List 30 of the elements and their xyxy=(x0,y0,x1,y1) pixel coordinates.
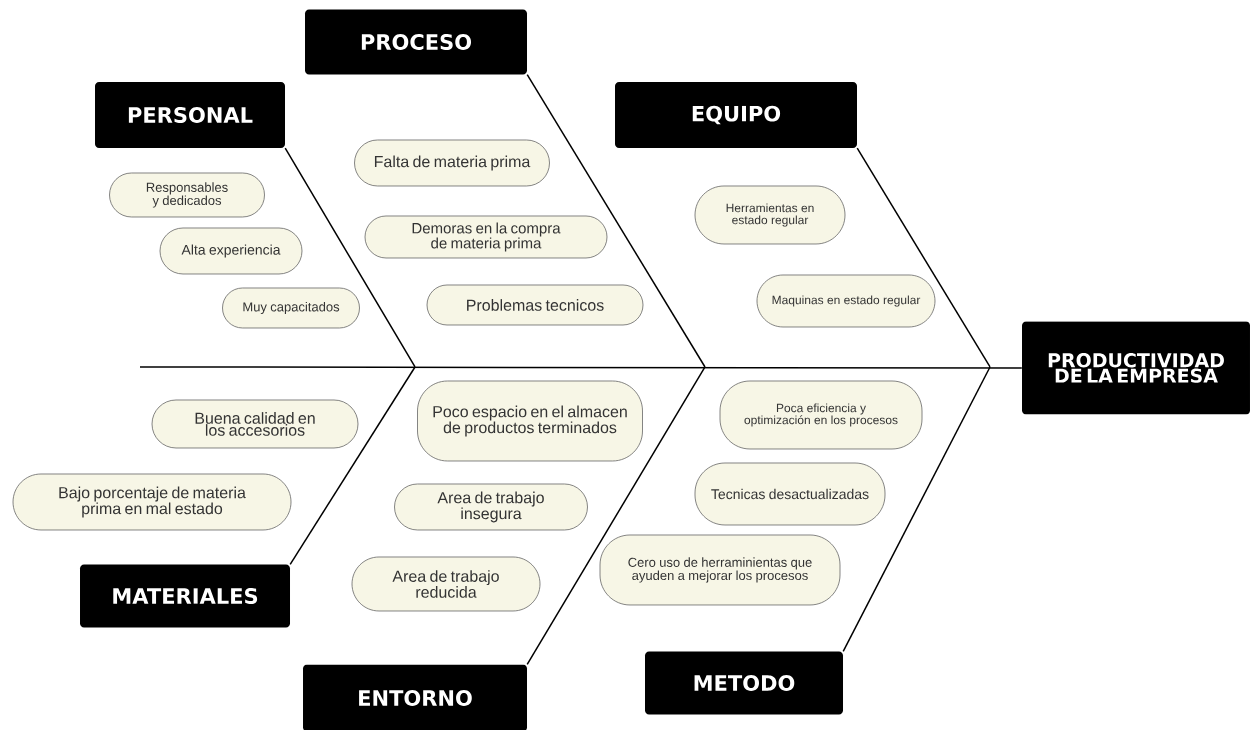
effect-box: PRODUCTIVIDAD DE LA EMPRESA xyxy=(1022,321,1250,415)
cause-pill: Maquinas en estado regular xyxy=(756,274,936,328)
cause-pill: Problemas tecnicos xyxy=(426,284,644,326)
branch-line xyxy=(526,366,706,666)
cause-pill: Responsables y dedicados xyxy=(109,172,265,218)
cause-pill: Cero uso de herraminientas que ayuden a mejorar los procesos xyxy=(599,534,841,606)
cause-pill: Poca eficiencia y optimización en los procesos xyxy=(719,380,923,450)
cause-pill: Herramientas en estado regular xyxy=(694,185,846,245)
cause-pill: Falta de materia prima xyxy=(354,139,550,187)
cause-pill: Buena calidad en los accesorios xyxy=(151,399,359,449)
cause-pill: Tecnicas desactualizadas xyxy=(694,462,886,526)
cause-pill: Bajo porcentaje de materia prima en mal estado xyxy=(12,473,292,531)
category-box: MATERIALES xyxy=(80,564,290,628)
cause-pill: Alta experiencia xyxy=(159,227,303,275)
branch-line xyxy=(284,147,416,368)
branch-line xyxy=(856,147,991,368)
category-box: PROCESO xyxy=(305,9,527,75)
branch-line xyxy=(526,73,706,368)
cause-pill: Demoras en la compra de materia prima xyxy=(364,215,608,259)
category-box: ENTORNO xyxy=(303,664,527,730)
cause-pill: Poco espacio en el almacen de productos terminados xyxy=(417,380,643,462)
branch-line xyxy=(139,366,1023,369)
cause-pill: Muy capacitados xyxy=(222,287,360,329)
cause-pill: Area de trabajo reducida xyxy=(351,556,541,612)
category-box: EQUIPO xyxy=(615,82,857,148)
category-box: METODO xyxy=(645,651,843,715)
branch-line xyxy=(842,366,991,653)
branch-line xyxy=(289,366,416,566)
cause-pill: Area de trabajo insegura xyxy=(394,483,588,531)
category-box: PERSONAL xyxy=(95,82,285,148)
